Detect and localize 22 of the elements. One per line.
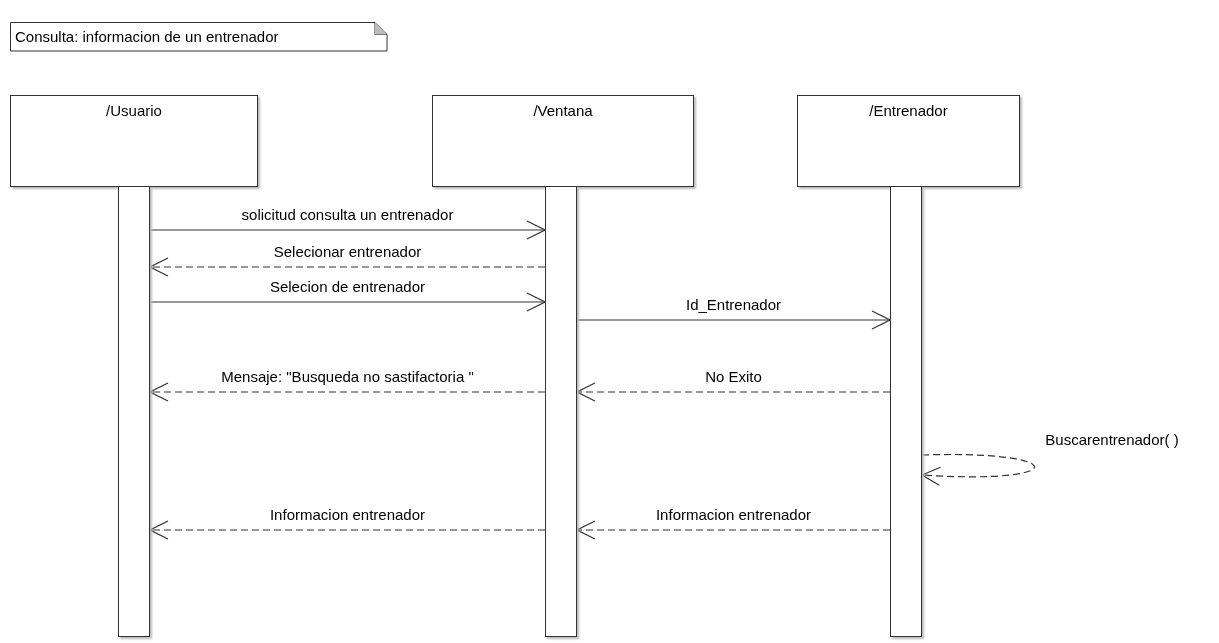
lifeline-name: /Entrenador xyxy=(869,102,948,119)
activation-bar xyxy=(545,186,577,637)
return-message-arrow xyxy=(576,382,891,402)
message-arrow xyxy=(149,220,546,240)
self-message-arrow xyxy=(921,453,1036,486)
message-arrow xyxy=(576,310,891,330)
message-arrow xyxy=(149,292,546,312)
return-message-arrow xyxy=(576,520,891,540)
lifeline-head xyxy=(10,95,258,187)
activation-bar xyxy=(118,186,150,637)
message-label: Mensaje: "Busqueda no sastifactoria " xyxy=(219,368,476,386)
return-message-arrow xyxy=(149,520,546,540)
lifeline-name: /Ventana xyxy=(533,102,593,119)
lifeline-head xyxy=(432,95,694,187)
message-label: Buscarentrenador( ) xyxy=(1043,431,1181,449)
note-text: Consulta: informacion de un entrenador xyxy=(15,28,279,45)
activation-bar xyxy=(890,186,922,637)
return-message-arrow xyxy=(149,382,546,402)
return-message-arrow xyxy=(149,257,546,277)
lifeline-head xyxy=(797,95,1020,187)
lifeline-name: /Usuario xyxy=(106,102,162,119)
note-box xyxy=(10,22,388,52)
